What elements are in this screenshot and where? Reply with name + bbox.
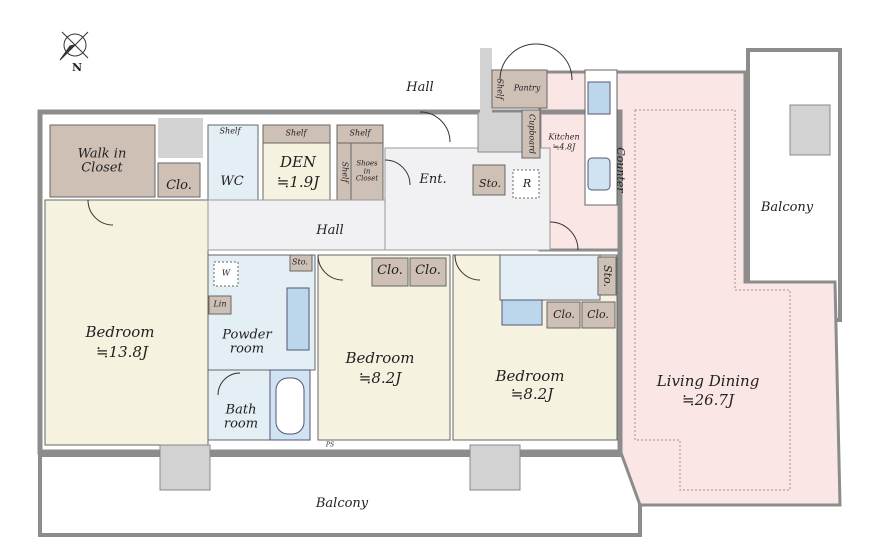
entrance <box>384 147 551 251</box>
shelf-den-label: Shelf <box>285 128 307 138</box>
r-label: R <box>522 176 532 190</box>
ps-label: PS <box>325 441 335 449</box>
pantry <box>491 69 548 109</box>
bedroom-1-size: ≒13.8J <box>96 342 148 361</box>
bedroom-3-label: Bedroom <box>495 366 565 385</box>
shoes-in-closet <box>350 142 384 201</box>
w-label: W <box>221 268 231 278</box>
den-label: DEN <box>279 152 317 171</box>
den <box>262 142 331 201</box>
counter-label: Counter <box>614 147 628 193</box>
clo-right-1-label: Clo. <box>553 307 575 321</box>
walk-in-closet <box>49 124 156 198</box>
wc <box>207 124 259 201</box>
hall-label: Hall <box>316 222 344 238</box>
powder-room-label: Powder room <box>222 327 272 357</box>
wall-block <box>158 118 203 158</box>
pillar <box>789 104 831 156</box>
den-shelf <box>262 124 331 144</box>
bedroom-2-label: Bedroom <box>345 348 415 367</box>
compass-icon <box>59 31 89 61</box>
wall-block <box>480 48 492 118</box>
clo-mid-2-label: Clo. <box>415 262 441 278</box>
bedroom-1 <box>44 199 209 446</box>
sto-right-label: Sto. <box>601 265 615 287</box>
rug-outline <box>634 109 791 491</box>
sink-icon <box>587 157 611 191</box>
door-swings <box>87 43 579 396</box>
balcony-bottom <box>38 453 642 537</box>
linen <box>208 295 232 315</box>
clo-right-2-label: Clo. <box>587 307 609 321</box>
clo-right-1 <box>546 301 581 329</box>
shelf-vert-label: Shelf <box>340 161 350 183</box>
living-dining-size: ≒26.7J <box>682 390 734 409</box>
kitchen-size: ≒4.8J <box>552 142 576 152</box>
hall-top-label: Hall <box>406 79 434 95</box>
balcony-right-label: Balcony <box>760 199 814 215</box>
wc-label: WC <box>220 173 244 189</box>
walk-in-closet-label: Walk in Closet <box>77 146 127 176</box>
clo-left-label: Clo. <box>166 177 192 193</box>
shelf-pantry-label: Shelf <box>495 78 505 100</box>
clo-right-2 <box>581 301 616 329</box>
clo-mid-1-label: Clo. <box>377 262 403 278</box>
vanity-sink-icon <box>286 287 310 351</box>
fridge-space <box>512 169 540 199</box>
sto-small-label: Sto. <box>292 257 308 267</box>
pillar <box>159 444 211 491</box>
pillar <box>469 444 521 491</box>
shoes-in-closet-label: Shoes in Closet <box>355 159 379 183</box>
sto-small <box>289 254 313 272</box>
bath-room <box>207 369 271 441</box>
den-size: ≒1.9J <box>276 172 320 191</box>
balcony-right <box>746 48 842 322</box>
cupboard <box>521 109 541 159</box>
clo-mid-2 <box>409 257 447 287</box>
ent-label: Ent. <box>419 171 447 187</box>
laundry-w <box>213 261 239 287</box>
shelf-wc-label: Shelf <box>219 126 241 136</box>
sto-ent-label: Sto. <box>479 176 501 190</box>
bedroom-3-size: ≒8.2J <box>510 384 554 403</box>
lin-label: Lin <box>213 299 227 309</box>
shelf-shoe-label: Shelf <box>349 128 371 138</box>
balcony-bottom-label: Balcony <box>315 495 369 511</box>
clo-left <box>157 162 201 198</box>
kitchen-label: Kitchen <box>548 132 580 142</box>
outer-wall <box>37 109 623 455</box>
clo-mid-1 <box>371 257 409 287</box>
bathtub-basin <box>275 377 305 435</box>
washbasin-icon <box>501 299 543 326</box>
bath-area-right <box>499 254 601 301</box>
living-dining-label: Living Dining <box>656 371 760 390</box>
bath-room-label: Bath room <box>223 402 259 432</box>
compass-north-label: N <box>71 60 83 74</box>
hall <box>207 199 386 251</box>
stove-icon <box>587 81 611 115</box>
sto-ent <box>472 164 506 196</box>
cupboard-label: Cupboard <box>527 113 537 155</box>
bedroom-1-label: Bedroom <box>85 322 155 341</box>
sto-right <box>597 256 617 296</box>
bedroom-2-size: ≒8.2J <box>358 368 402 387</box>
pantry-label: Pantry <box>513 83 541 93</box>
